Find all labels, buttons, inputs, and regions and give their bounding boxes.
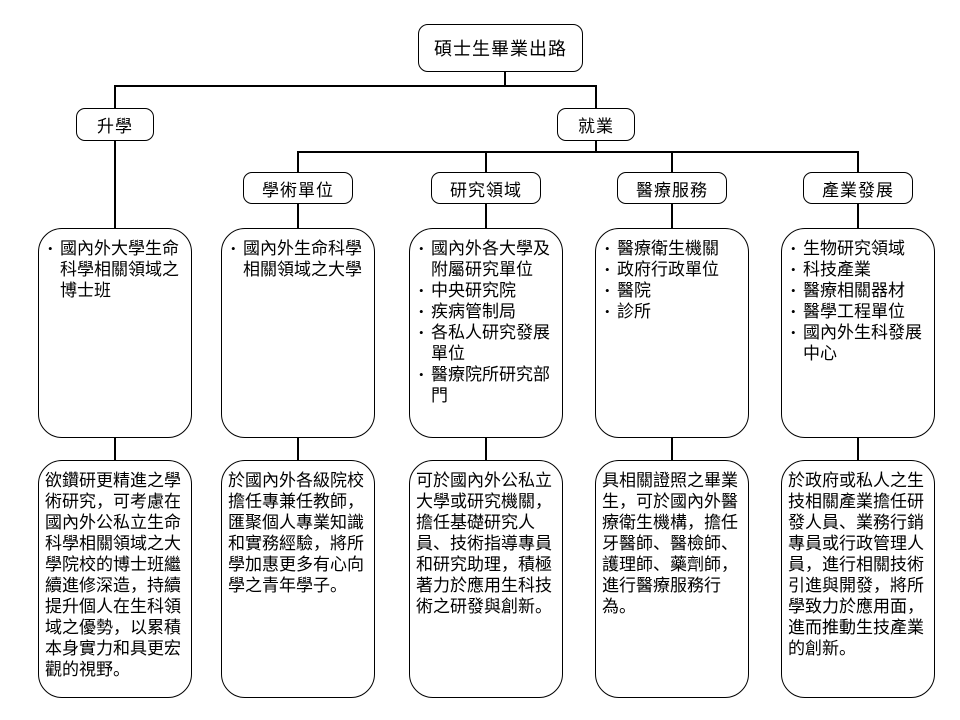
list-item: • 中央研究院: [417, 280, 559, 301]
list-item: • 診所: [603, 301, 745, 322]
list-item-text: 醫療相關器材: [803, 281, 905, 300]
list-item: • 國內外生命科學相關領域之大學: [229, 238, 371, 280]
node-category-academic-label: 學術單位: [262, 180, 334, 200]
bullet-icon: •: [791, 283, 796, 298]
node-category-academic: 學術單位: [243, 172, 353, 204]
connector-academic-to-options: [297, 204, 299, 228]
col1-options-box: • 國內外大學生命科學相關領域之博士班: [38, 228, 192, 438]
col3-options-box: • 國內外各大學及附屬研究單位 • 中央研究院 • 疾病管制局 • 各私人研究發…: [409, 228, 563, 438]
node-root-label: 碩士生畢業出路: [434, 39, 567, 59]
list-item: • 國內外生科發展中心: [789, 322, 931, 364]
list-item: • 醫院: [603, 280, 745, 301]
bullet-icon: •: [791, 241, 796, 256]
bullet-icon: •: [791, 304, 796, 319]
list-item-text: 科技產業: [803, 260, 871, 279]
list-item-text: 各私人研究發展單位: [431, 323, 550, 363]
list-item: • 醫學工程單位: [789, 301, 931, 322]
connector-further-study-to-options: [114, 140, 116, 228]
connector-category-medical-drop: [671, 151, 673, 172]
col2-description-box: 於國內外各級院校擔任專兼任教師，匯聚個人專業知識和實務經驗，將所學加惠更多有心向…: [221, 460, 375, 698]
node-category-medical-label: 醫療服務: [636, 180, 708, 200]
col2-options-box: • 國內外生命科學相關領域之大學: [221, 228, 375, 438]
list-item-text: 國內外生命科學相關領域之大學: [243, 239, 362, 279]
list-item: • 醫療衛生機關: [603, 238, 745, 259]
col1-description-box: 欲鑽研更精進之學術研究，可考慮在國內外公私立生命科學相關領域之大學院校的博士班繼…: [38, 460, 192, 698]
node-employment-label: 就業: [578, 117, 614, 136]
list-item: • 政府行政單位: [603, 259, 745, 280]
node-category-industry: 產業發展: [803, 172, 913, 204]
connector-col3-options-to-desc: [485, 437, 487, 460]
connector-category-industry-drop: [857, 151, 859, 172]
bullet-icon: •: [605, 283, 610, 298]
description-text: 於政府或私人之生技相關產業擔任研發人員、業務行銷專員或行政管理人員，進行相關技術…: [788, 471, 924, 658]
node-root: 碩士生畢業出路: [418, 24, 583, 72]
connector-col5-options-to-desc: [857, 437, 859, 460]
list-item-text: 政府行政單位: [617, 260, 719, 279]
col5-description-box: 於政府或私人之生技相關產業擔任研發人員、業務行銷專員或行政管理人員，進行相關技術…: [781, 460, 935, 698]
list-item: • 科技產業: [789, 259, 931, 280]
connector-category-research-drop: [485, 151, 487, 172]
description-text: 於國內外各級院校擔任專兼任教師，匯聚個人專業知識和實務經驗，將所學加惠更多有心向…: [228, 471, 364, 595]
connector-research-to-options: [485, 204, 487, 228]
node-category-industry-label: 產業發展: [822, 180, 894, 200]
node-further-study: 升學: [76, 108, 154, 141]
col4-options-box: • 醫療衛生機關 • 政府行政單位 • 醫院 • 診所: [595, 228, 749, 438]
list-item-text: 國內外大學生命科學相關領域之博士班: [60, 239, 179, 300]
node-employment: 就業: [557, 108, 635, 141]
list-item-text: 疾病管制局: [431, 302, 516, 321]
connector-col1-options-to-desc: [114, 437, 116, 460]
description-text: 具相關證照之畢業生，可於國內外醫療衛生機構，擔任牙醫師、醫檢師、護理師、藥劑師，…: [602, 471, 738, 616]
description-text: 欲鑽研更精進之學術研究，可考慮在國內外公私立生命科學相關領域之大學院校的博士班繼…: [45, 471, 181, 679]
bullet-icon: •: [419, 325, 424, 340]
bullet-icon: •: [605, 304, 610, 319]
list-item: • 醫療相關器材: [789, 280, 931, 301]
connector-employment-drop: [595, 85, 597, 108]
list-item-text: 國內外生科發展中心: [803, 323, 922, 363]
col5-options-box: • 生物研究領域 • 科技產業 • 醫療相關器材 • 醫學工程單位 • 國內外生…: [781, 228, 935, 438]
bullet-icon: •: [419, 241, 424, 256]
connector-col2-options-to-desc: [297, 437, 299, 460]
connector-root-riser: [504, 72, 506, 86]
list-item-text: 中央研究院: [431, 281, 516, 300]
bullet-icon: •: [419, 304, 424, 319]
node-further-study-label: 升學: [97, 117, 133, 136]
description-text: 可於國內外公私立大學或研究機關，擔任基礎研究人員、技術指導專員和研究助理，積極著…: [416, 471, 552, 616]
list-item-text: 醫院: [617, 281, 651, 300]
connector-category-rail: [297, 151, 859, 153]
node-category-medical: 醫療服務: [617, 172, 727, 204]
bullet-icon: •: [605, 262, 610, 277]
list-item-text: 醫療院所研究部門: [431, 365, 550, 405]
col3-description-box: 可於國內外公私立大學或研究機關，擔任基礎研究人員、技術指導專員和研究助理，積極著…: [409, 460, 563, 698]
col4-description-box: 具相關證照之畢業生，可於國內外醫療衛生機構，擔任牙醫師、醫檢師、護理師、藥劑師，…: [595, 460, 749, 698]
list-item-text: 診所: [617, 302, 651, 321]
list-item-text: 生物研究領域: [803, 239, 905, 258]
list-item: • 各私人研究發展單位: [417, 322, 559, 364]
list-item: • 國內外大學生命科學相關領域之博士班: [46, 238, 188, 301]
bullet-icon: •: [231, 241, 236, 256]
list-item-text: 醫療衛生機關: [617, 239, 719, 258]
connector-branch-rail: [114, 85, 597, 87]
list-item: • 醫療院所研究部門: [417, 364, 559, 406]
list-item: • 疾病管制局: [417, 301, 559, 322]
node-category-research: 研究領域: [431, 172, 541, 204]
list-item: • 國內外各大學及附屬研究單位: [417, 238, 559, 280]
connector-category-academic-drop: [297, 151, 299, 172]
bullet-icon: •: [48, 241, 53, 256]
connector-col4-options-to-desc: [671, 437, 673, 460]
bullet-icon: •: [791, 325, 796, 340]
node-category-research-label: 研究領域: [450, 180, 522, 200]
connector-medical-to-options: [671, 204, 673, 228]
connector-employment-riser: [595, 140, 597, 151]
connector-further-study-drop: [114, 85, 116, 108]
bullet-icon: •: [791, 262, 796, 277]
list-item: • 生物研究領域: [789, 238, 931, 259]
connector-industry-to-options: [857, 204, 859, 228]
bullet-icon: •: [419, 367, 424, 382]
list-item-text: 國內外各大學及附屬研究單位: [431, 239, 550, 279]
bullet-icon: •: [605, 241, 610, 256]
list-item-text: 醫學工程單位: [803, 302, 905, 321]
bullet-icon: •: [419, 283, 424, 298]
